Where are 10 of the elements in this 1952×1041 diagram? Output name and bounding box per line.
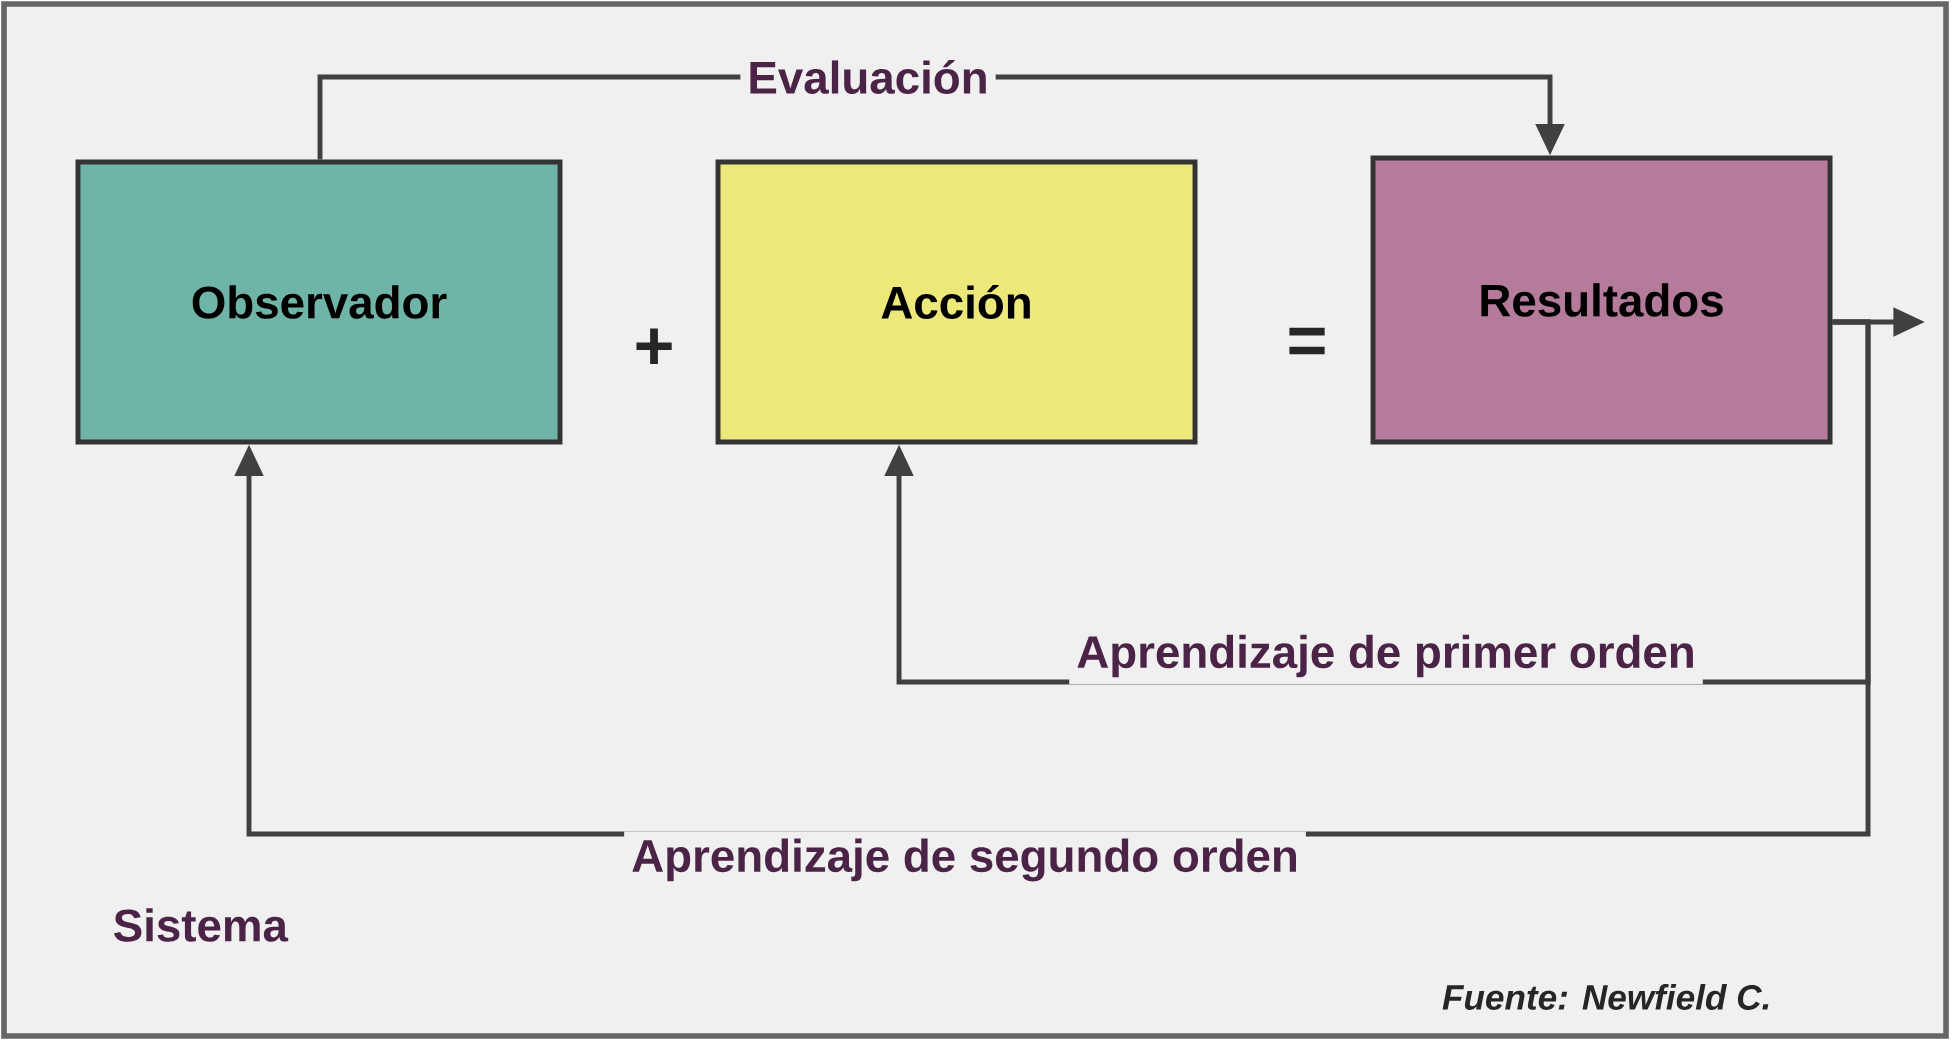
edge-label: Aprendizaje de primer orden bbox=[1069, 627, 1703, 685]
edge-label: Evaluación bbox=[740, 53, 996, 101]
process-box: Acción bbox=[715, 159, 1198, 445]
plus-sign: + bbox=[636, 328, 672, 365]
process-box: Observador bbox=[75, 159, 563, 445]
caption: Sistema bbox=[114, 908, 289, 942]
source-note: Fuente: Newfield C. bbox=[1442, 984, 1769, 1010]
equals-sign: = bbox=[1289, 327, 1325, 355]
process-box: Resultados bbox=[1370, 155, 1833, 445]
edge-label: Aprendizaje de segundo orden bbox=[624, 831, 1306, 889]
